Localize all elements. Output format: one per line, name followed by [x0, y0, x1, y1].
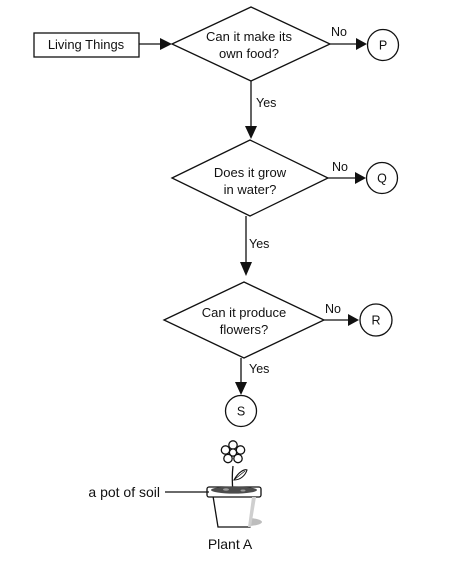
flower-center — [228, 448, 238, 457]
decision-text-line1: Does it grow — [214, 165, 287, 180]
outcome-label-s: S — [237, 405, 245, 419]
start-label: Living Things — [48, 37, 125, 52]
decision-text-line2: own food? — [219, 46, 279, 61]
decision-diamond — [162, 281, 326, 359]
no-label: No — [332, 160, 348, 174]
decision-text-line1: Can it make its — [206, 29, 292, 44]
outcome-p: P — [366, 28, 400, 62]
yes-label: Yes — [249, 237, 269, 251]
pot-shading — [248, 497, 256, 527]
start-node: Living Things — [33, 32, 140, 58]
flower-head — [220, 440, 246, 464]
flower-petal — [220, 445, 231, 455]
decision-text-line1: Can it produce — [202, 305, 287, 320]
outcome-label-r: R — [371, 314, 380, 328]
flower-petal — [235, 445, 246, 455]
arrow-q3-yes: Yes — [235, 358, 269, 395]
outcome-q: Q — [365, 161, 399, 195]
no-label: No — [325, 302, 341, 316]
outcome-circle — [359, 303, 393, 337]
decision-diamond — [170, 6, 332, 82]
pot-of-soil-label: a pot of soil — [88, 484, 160, 500]
arrow-q2-no: No — [328, 160, 366, 184]
arrow-q3-no: No — [324, 302, 359, 326]
outcome-label-p: P — [379, 39, 387, 53]
flower-petal — [223, 453, 233, 464]
pot-pointer: a pot of soil — [88, 484, 209, 500]
outcome-r: R — [359, 303, 393, 337]
pot-soil — [211, 486, 257, 494]
arrow-q1-no: No — [330, 25, 367, 50]
decision-grow-in-water: Does it grow in water? — [170, 139, 330, 217]
soil-speck — [240, 489, 246, 492]
yes-label: Yes — [256, 96, 276, 110]
arrow-start-to-q1 — [139, 38, 172, 50]
yes-label: Yes — [249, 362, 269, 376]
soil-speck — [223, 488, 229, 491]
plant-illustration — [206, 440, 262, 528]
plant-caption: Plant A — [208, 536, 253, 552]
decision-text-line2: flowers? — [220, 322, 268, 337]
decision-text-line2: in water? — [224, 182, 277, 197]
arrow-q1-yes: Yes — [245, 81, 276, 139]
outcome-s: S — [224, 394, 258, 428]
outcome-label-q: Q — [377, 172, 387, 186]
outcome-circle — [366, 28, 400, 62]
flower-petal — [233, 453, 243, 464]
no-label: No — [331, 25, 347, 39]
decision-make-own-food: Can it make its own food? — [170, 6, 332, 82]
leaf-vein — [234, 470, 246, 480]
start-box — [33, 32, 140, 58]
arrow-q2-yes: Yes — [240, 216, 269, 276]
flower-petal — [228, 440, 238, 450]
outcome-circle — [365, 161, 399, 195]
outcome-circle — [224, 394, 258, 428]
decision-produce-flowers: Can it produce flowers? — [162, 281, 326, 359]
